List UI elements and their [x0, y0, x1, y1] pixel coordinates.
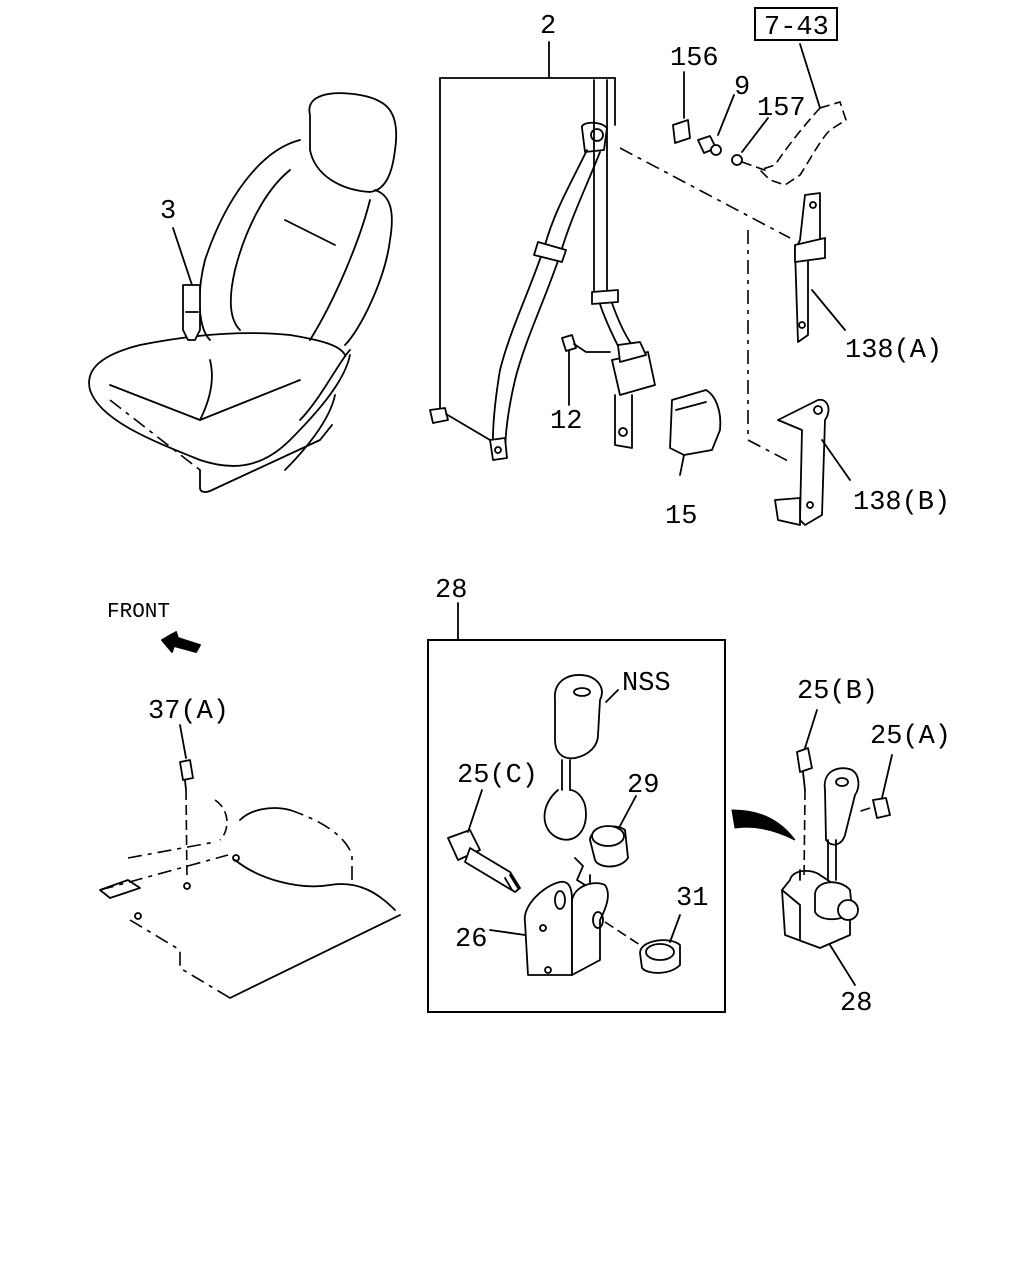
label-138b: 138(B): [853, 488, 950, 518]
assembly-28-box: [427, 639, 726, 1013]
label-12: 12: [550, 407, 582, 437]
label-3: 3: [160, 197, 176, 227]
label-7-43: 7-43: [764, 13, 829, 43]
cover-drawing: [669, 389, 722, 476]
seat-belt-drawing: [429, 41, 791, 463]
label-26: 26: [455, 925, 487, 955]
ref-7-43-box: [754, 7, 838, 41]
label-29: 29: [627, 771, 659, 801]
label-25a: 25(A): [870, 722, 951, 752]
bracket-138b-drawing: [774, 398, 851, 526]
label-156: 156: [670, 44, 719, 74]
seat-drawing: [88, 92, 398, 493]
label-31: 31: [676, 884, 708, 914]
label-157: 157: [757, 94, 806, 124]
assembly-28-exploded: [447, 674, 681, 976]
label-15: 15: [665, 502, 697, 532]
assembly-28-assembled: [781, 709, 893, 986]
label-9: 9: [734, 73, 750, 103]
label-28-top: 28: [435, 576, 467, 606]
label-37a: 37(A): [148, 697, 229, 727]
label-front: FRONT: [107, 601, 170, 624]
label-25c: 25(C): [457, 761, 538, 791]
bracket-138a-drawing: [794, 192, 846, 343]
floor-drawing: [99, 631, 401, 999]
label-25b: 25(B): [797, 677, 878, 707]
label-28-bottom: 28: [840, 989, 872, 1019]
label-138a: 138(A): [845, 336, 942, 366]
curved-arrow-icon: [731, 809, 796, 841]
hardware-156-9-157: [672, 43, 847, 186]
label-2: 2: [540, 12, 556, 42]
label-nss: NSS: [622, 669, 671, 699]
